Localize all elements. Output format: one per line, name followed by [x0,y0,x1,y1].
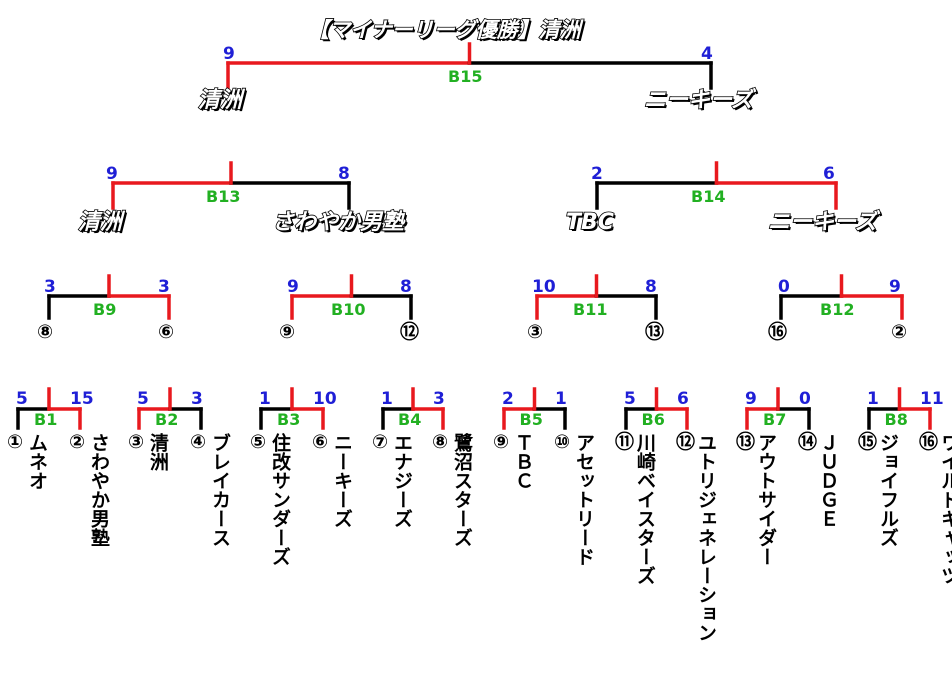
r1-1-left-team: ムネオ [26,433,48,490]
qf-4-game-id: B12 [820,300,855,319]
final-game-id: B15 [448,67,483,86]
r1-1-right-seed: ② [69,431,86,453]
qf-2-right-seed: ⑫ [400,321,420,343]
qf-2-game-id: B10 [331,300,366,319]
r1-8-left-score: 1 [867,389,879,409]
qf-4-left-seed: ⑯ [768,321,788,343]
r1-2-right-team: ブレイカース [209,433,231,547]
r1-5-right-seed: ⑩ [554,431,571,453]
qf-4-left-score: 0 [778,277,790,297]
qf-1-right-score: 3 [158,277,170,297]
semi-2-left-score: 2 [591,164,603,184]
qf-2-right-score: 8 [400,277,412,297]
r1-2-left-team: 清洲 [147,433,169,471]
r1-4-right-seed: ⑧ [432,431,449,453]
r1-5-left-score: 2 [502,389,514,409]
final-right-team: ニーキーズ [643,88,754,113]
r1-2-left-score: 5 [137,389,149,409]
r1-8-game-id: B8 [884,410,908,429]
qf-1-game-id: B9 [93,300,117,319]
r1-5-left-seed: ⑨ [493,431,510,453]
r1-6-right-score: 6 [677,389,689,409]
qf-2-left-seed: ⑨ [279,321,296,343]
r1-4-left-seed: ⑦ [372,431,389,453]
semi-1-left-score: 9 [106,164,118,184]
r1-3-right-score: 10 [313,389,337,409]
r1-1-right-team: さわやか男塾 [88,433,110,547]
r1-8-left-seed: ⑮ [858,431,878,453]
r1-7-right-team: ＪＵＤＧＥ [817,433,839,528]
r1-6-right-seed: ⑫ [676,431,696,453]
r1-5-left-team: ＴＢＣ [512,433,534,490]
semi-1-right-score: 8 [338,164,350,184]
r1-1-left-seed: ① [7,431,24,453]
semi-2-right-score: 6 [823,164,835,184]
r1-7-left-seed: ⑬ [736,431,756,453]
r1-2-right-seed: ④ [190,431,207,453]
r1-8-right-team: ワイルドキャッツ [938,433,952,585]
r1-8-right-score: 11 [920,389,944,409]
r1-1-right-score: 15 [70,389,94,409]
qf-4-right-score: 9 [889,277,901,297]
semi-1-left-team: 清洲 [77,210,123,235]
r1-4-right-score: 3 [433,389,445,409]
r1-3-right-team: ニーキーズ [331,433,353,528]
qf-1-left-seed: ⑧ [37,321,54,343]
r1-3-right-seed: ⑥ [312,431,329,453]
r1-2-left-seed: ③ [128,431,145,453]
qf-3-right-score: 8 [645,277,657,297]
r1-4-left-team: エナジーズ [391,433,413,528]
r1-1-left-score: 5 [16,389,28,409]
r1-7-right-seed: ⑭ [798,431,818,453]
r1-5-right-score: 1 [555,389,567,409]
r1-7-game-id: B7 [763,410,787,429]
r1-4-left-score: 1 [381,389,393,409]
r1-8-left-team: ジョイフルズ [877,433,899,547]
semi-2-right-team: ニーキーズ [767,210,878,235]
r1-3-left-score: 1 [259,389,271,409]
r1-6-right-team: ユトリジェネレーション [695,433,717,642]
final-left-score: 9 [223,44,235,64]
r1-7-right-score: 0 [799,389,811,409]
r1-6-game-id: B6 [641,410,665,429]
qf-2-left-score: 9 [287,277,299,297]
r1-3-game-id: B3 [277,410,301,429]
final-right-score: 4 [701,44,713,64]
qf-1-left-score: 3 [44,277,56,297]
r1-2-game-id: B2 [155,410,179,429]
semi-1-right-team: さわやか男塾 [271,210,405,235]
r1-2-right-score: 3 [191,389,203,409]
qf-3-left-score: 10 [532,277,556,297]
r1-5-right-team: アセットリード [573,433,595,566]
r1-3-left-team: 住改サンダーズ [269,433,291,566]
r1-1-game-id: B1 [34,410,58,429]
qf-3-left-seed: ③ [527,321,544,343]
semi-1-game-id: B13 [206,187,241,206]
qf-3-right-seed: ⑬ [645,321,665,343]
r1-3-left-seed: ⑤ [250,431,267,453]
r1-5-game-id: B5 [519,410,543,429]
final-left-team: 清洲 [197,88,243,113]
r1-8-right-seed: ⑯ [919,431,939,453]
semi-2-left-team: TBC [565,210,615,235]
r1-4-game-id: B4 [398,410,422,429]
bracket-title: 【マイナーリーグ優勝】清洲 [307,18,581,42]
r1-4-right-team: 鷺沼スターズ [451,433,473,547]
r1-6-left-seed: ⑪ [615,431,635,453]
r1-7-left-team: アウトサイダー [755,433,777,566]
r1-6-left-team: 川崎ベイスターズ [634,433,656,585]
r1-7-left-score: 9 [745,389,757,409]
qf-3-game-id: B11 [573,300,608,319]
r1-6-left-score: 5 [624,389,636,409]
qf-4-right-seed: ② [891,321,908,343]
semi-2-game-id: B14 [691,187,726,206]
qf-1-right-seed: ⑥ [158,321,175,343]
